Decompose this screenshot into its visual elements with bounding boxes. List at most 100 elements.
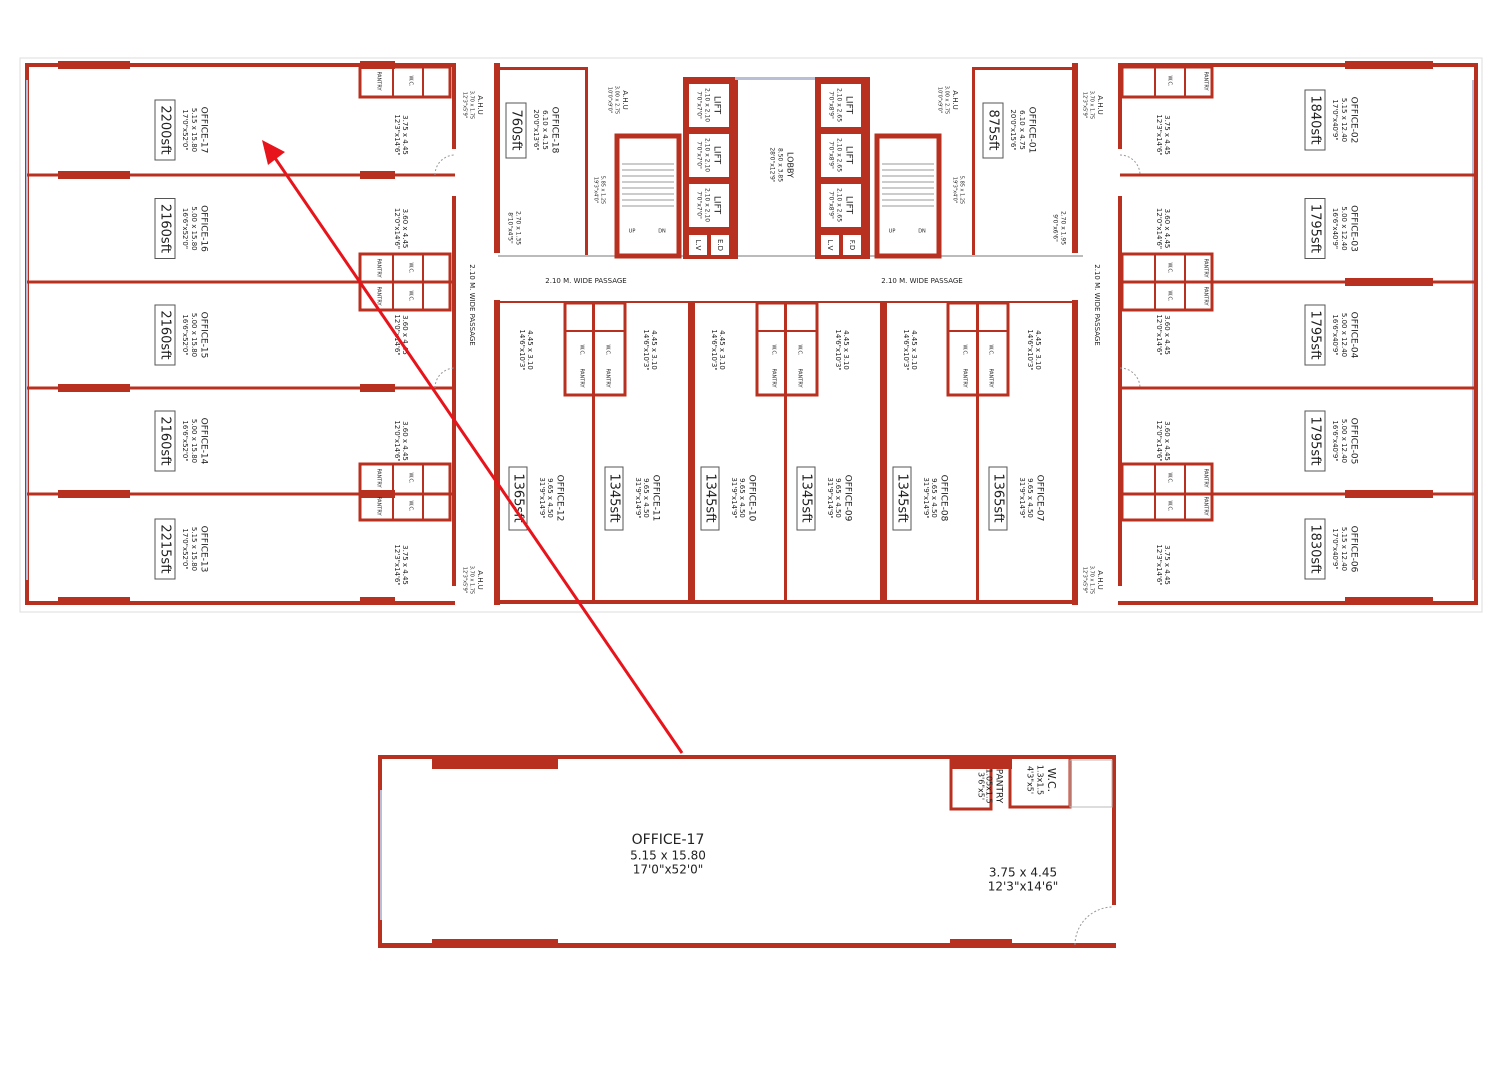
office-name: OFFICE-11 (651, 475, 661, 522)
pantry-label: PANTRY (1203, 468, 1209, 488)
pantry-label: PANTRY (771, 368, 777, 388)
area-badge (1304, 410, 1326, 472)
ahu-dims: 3.70 x 1.75 (1089, 91, 1095, 119)
office-partition (1120, 386, 1476, 390)
sub-area-dims-metric: 4.45 x 3.10 (526, 330, 534, 370)
sub-area-dims-imperial: 12'0"x14'6" (393, 420, 401, 461)
office-dims-imperial: 16'6"x40'9" (1331, 208, 1339, 249)
pantry-label: PANTRY (1203, 286, 1209, 306)
office-name: OFFICE-01 (1027, 107, 1037, 154)
office-office-05 (1304, 410, 1326, 472)
sub-area-dims-imperial: 12'0"x14'6" (1155, 208, 1163, 249)
sub-area-dims-metric: 4.45 x 3.10 (650, 330, 658, 370)
office-partition (976, 303, 979, 601)
detail-wc-dims: 1.3x1.5 (1036, 765, 1045, 795)
sub-area-dims-metric: 3.75 x 4.45 (1163, 545, 1171, 585)
wc-label: W.C. (579, 344, 585, 355)
lobby-dims: 8.50 x 3.85 (777, 148, 784, 182)
wc-label: W.C. (1167, 290, 1173, 301)
stair-up-label: UP (629, 229, 636, 235)
detail-door-swing (1074, 906, 1114, 946)
sub-area-dims-metric: 3.60 x 4.45 (401, 209, 409, 249)
column (58, 171, 130, 179)
lift-label: LIFT (712, 146, 722, 165)
detail-pantry-dims: 3'6"x5' (977, 772, 986, 800)
office-dims-metric: 9.65 x 4.50 (642, 478, 650, 518)
wall (585, 67, 588, 257)
left-glazing (26, 80, 28, 580)
site-boundary (19, 57, 1483, 613)
office-dims-metric: 5.15 x 15.80 (190, 108, 198, 152)
lift-dims: 2.10 x 2.65 (836, 88, 843, 122)
lift-dims: 2.10 x 2.10 (704, 188, 711, 222)
office-name: OFFICE-07 (1035, 475, 1045, 522)
office-dims-imperial: 31'9"x14'9" (538, 477, 546, 518)
ahu-dims: 3.70 x 1.75 (469, 91, 475, 119)
sub-area-dims-imperial: 12'3"x14'6" (1155, 544, 1163, 585)
service-room (843, 235, 861, 255)
office-area: 1345sft (799, 473, 814, 522)
wc-label: W.C. (408, 472, 414, 483)
office-dims-imperial: 31'9"x14'9" (730, 477, 738, 518)
office-dims-imperial: 16'6"x52'0" (181, 314, 189, 355)
detail-office-name: OFFICE-17 (632, 832, 705, 848)
sub-area-dims-metric: 3.60 x 4.45 (401, 421, 409, 461)
pantry-label: PANTRY (797, 368, 803, 388)
office-name: OFFICE-14 (199, 418, 209, 465)
pantry-label: PANTRY (988, 368, 994, 388)
ahu-dims-imperial: 12'3"x5'9" (1082, 567, 1088, 593)
sub-area-dims: 2.70 x 1.35 (515, 211, 522, 245)
office-area: 1795sft (1308, 416, 1323, 465)
office-name: OFFICE-10 (747, 475, 757, 522)
right-block-outer-wall (1474, 63, 1478, 605)
office-17-detail (378, 755, 1116, 948)
office-partition (688, 303, 695, 601)
office-dims-imperial: 31'9"x14'9" (1018, 477, 1026, 518)
callout-arrow-head-icon (262, 140, 285, 165)
wc-partition (1154, 464, 1156, 520)
left-block-inner-wall (452, 196, 456, 586)
detail-sub-area-dims-imperial: 12'3"x14'6" (988, 880, 1059, 894)
lift-dims: 7'0"x7'0" (696, 91, 703, 119)
sub-area-dims-metric: 3.60 x 4.45 (1163, 209, 1171, 249)
lift-dims: 7'0"x7'0" (696, 191, 703, 219)
office-name: OFFICE-18 (550, 107, 560, 154)
office-partition (1120, 280, 1476, 284)
lobby-name: LOBBY (786, 152, 795, 178)
area-badge (604, 466, 624, 531)
office-area: 1830sft (1308, 524, 1323, 573)
sub-area-dims-metric: 4.45 x 3.10 (1034, 330, 1042, 370)
office-partition (27, 386, 455, 390)
office-dims-metric: 9.65 x 4.50 (738, 478, 746, 518)
detail-top-wall (378, 755, 1116, 759)
column (1345, 61, 1433, 69)
office-partition (27, 492, 455, 496)
wc-partition (1154, 67, 1156, 97)
detail-bottom-wall (378, 943, 1116, 948)
office-dims-imperial: 16'6"x52'0" (181, 420, 189, 461)
office-area: 2160sft (158, 204, 173, 253)
office-dims-metric: 6.10 x 4.75 (1018, 110, 1026, 150)
center-wall (494, 300, 500, 605)
wc-partition (1184, 464, 1186, 520)
office-area: 875sft (986, 109, 1001, 150)
ahu-dims: 3.70 x 1.75 (1089, 566, 1095, 594)
office-dims-metric: 9.65 x 4.50 (834, 478, 842, 518)
office-dims-metric: 5.15 x 15.80 (190, 527, 198, 571)
ahu-dims: 3.00 x 2.75 (944, 86, 950, 114)
office-dims-imperial: 17'0"x40'9" (1331, 528, 1339, 569)
office-dims-imperial: 31'9"x14'9" (826, 477, 834, 518)
lift-label: LIFT (844, 96, 854, 115)
pantry-label: PANTRY (1203, 71, 1209, 91)
area-badge (154, 304, 176, 366)
wc-partition (422, 464, 424, 520)
office-dims-imperial: 17'0"x40'9" (1331, 99, 1339, 140)
detail-wc-label: W.C. (1045, 768, 1058, 792)
wc-partition (1154, 254, 1156, 310)
area-badge (154, 198, 176, 259)
sub-area-dims-metric: 4.45 x 3.10 (718, 330, 726, 370)
office-dims-imperial: 17'0"x52'0" (181, 109, 189, 150)
office-area: 2160sft (158, 416, 173, 465)
office-partition (784, 303, 787, 601)
office-office-15 (154, 304, 176, 366)
